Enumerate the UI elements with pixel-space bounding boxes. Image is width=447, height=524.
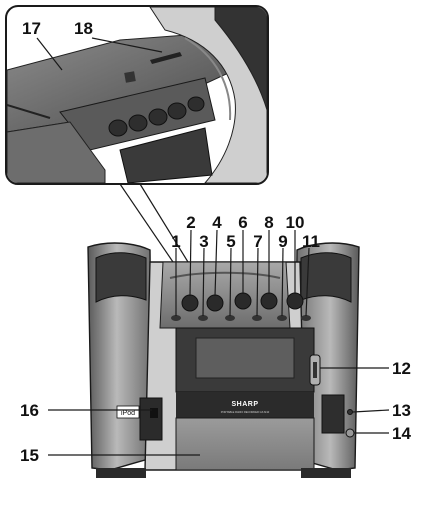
ipod-dock[interactable] [139,397,163,441]
button-6[interactable] [234,292,252,310]
main-unit: SHARP PORTABLE RADIO RECORDER GX-M10 iPo… [87,242,360,478]
small-button-7[interactable] [252,315,262,321]
display-window [195,337,295,379]
callout-18: 18 [74,19,93,38]
callout-12: 12 [392,359,411,378]
inset-buttons [108,96,205,137]
inset-detail-view [5,5,269,185]
button-10[interactable] [286,292,304,310]
front-door[interactable] [175,417,315,471]
small-button-3[interactable] [198,315,208,321]
ipod-label-plate [116,405,140,419]
callout-3: 3 [199,232,208,251]
small-button-9[interactable] [277,315,287,321]
right-side-slot [321,394,345,434]
inset-left-body [7,121,106,183]
callout-17: 17 [22,19,41,38]
callout-15: 15 [20,446,39,465]
small-button-11[interactable] [301,315,311,321]
small-button-1[interactable] [171,315,181,321]
callout-9: 9 [278,232,287,251]
ipod-label: iPod [121,410,135,417]
callout-6: 6 [238,213,247,232]
brand-subtitle: PORTABLE RADIO RECORDER GX-M10 [221,410,270,414]
button-4[interactable] [206,294,224,312]
lid-slot [150,52,182,64]
inset-leader-left [119,183,174,263]
callout-7: 7 [253,232,262,251]
callout-5: 5 [226,232,235,251]
button-8[interactable] [260,292,278,310]
jack-13[interactable] [347,409,353,415]
right-body-corner [214,7,267,111]
callout-10: 10 [286,213,305,232]
callout-labels: 17 18 1 2 3 4 5 6 7 8 9 10 11 12 13 14 1… [20,19,411,465]
inset-display [119,127,213,183]
brand-logo: SHARP [231,401,258,408]
callout-8: 8 [264,213,273,232]
callout-2: 2 [186,213,195,232]
brand-strip [176,392,314,418]
button-2[interactable] [181,294,199,312]
callout-11: 11 [302,232,320,251]
callout-14: 14 [392,424,411,443]
control-buttons [171,292,311,321]
callout-13: 13 [392,401,411,420]
callout-1: 1 [171,232,180,251]
callout-leaders [36,37,390,456]
jack-14[interactable] [345,428,355,438]
left-bumper [95,252,147,303]
small-button-5[interactable] [225,315,235,321]
cd-logo [124,71,136,83]
callout-16: 16 [20,401,39,420]
inset-leader-right [139,183,189,263]
base-foot-left [96,468,146,478]
base-foot-right [301,468,351,478]
callout-4: 4 [212,213,222,232]
